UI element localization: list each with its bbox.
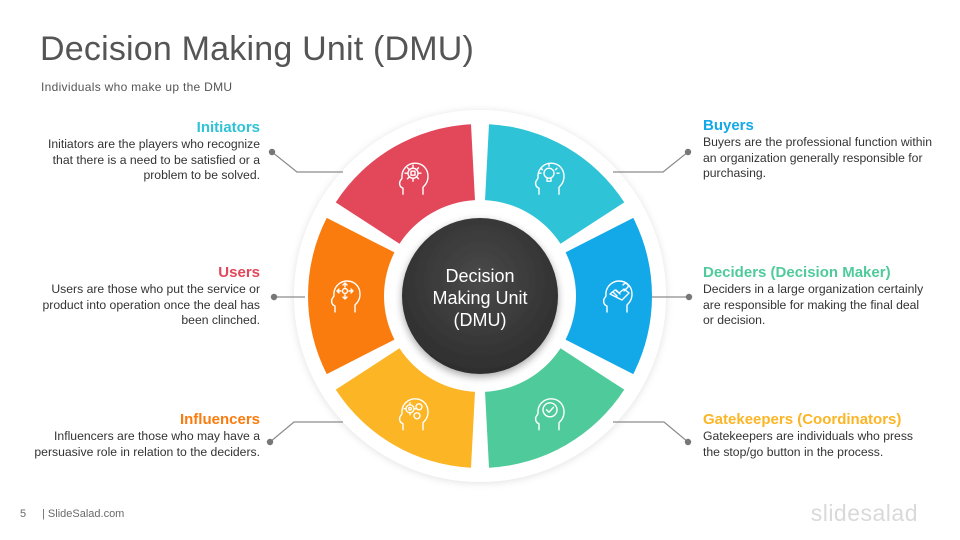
page-subtitle: Individuals who make up the DMU [41, 80, 233, 94]
head-handshake-icon [602, 280, 633, 313]
connector-initiators [271, 151, 343, 173]
role-block-users: Users Users are those who put the servic… [30, 264, 260, 329]
connector-buyers [613, 151, 689, 173]
role-title-deciders: Deciders (Decision Maker) [703, 264, 891, 281]
connector-dot-influencers [266, 438, 274, 446]
head-checkmark-icon [534, 398, 565, 431]
role-title-buyers: Buyers [703, 117, 754, 134]
role-block-gatekeepers: Gatekeepers (Coordinators) Gatekeepers a… [703, 411, 933, 460]
role-block-deciders: Deciders (Decision Maker) Deciders in a … [703, 264, 933, 329]
head-gear-icon [398, 162, 429, 195]
role-title-gatekeepers: Gatekeepers (Coordinators) [703, 411, 902, 428]
role-block-influencers: Influencers Influencers are those who ma… [30, 411, 260, 460]
footer-site-link[interactable]: | SlideSalad.com [42, 508, 125, 520]
role-title-initiators: Initiators [196, 119, 260, 136]
role-block-initiators: Initiators Initiators are the players wh… [30, 119, 260, 184]
role-desc-influencers: Influencers are those who may have a per… [34, 429, 260, 459]
connector-dot-initiators [268, 148, 276, 156]
segment-influencers [307, 217, 395, 375]
role-title-users: Users [218, 264, 260, 281]
connector-dot-users [270, 293, 278, 301]
role-desc-initiators: Initiators are the players who recognize… [47, 137, 260, 183]
center-circle [402, 218, 558, 374]
head-gears-icon [398, 398, 429, 431]
connector-dot-gatekeepers [684, 438, 692, 446]
connector-lines [266, 148, 693, 446]
center-label-line3: (DMU) [454, 310, 507, 330]
role-desc-deciders: Deciders in a large organization certain… [703, 282, 924, 328]
wheel-icons [330, 162, 633, 431]
segment-initiators [485, 124, 625, 244]
segment-users [335, 124, 475, 244]
center-label-line2: Making Unit [432, 288, 527, 308]
connector-dot-buyers [684, 148, 692, 156]
role-desc-buyers: Buyers are the professional function wit… [703, 135, 932, 181]
segment-deciders [485, 348, 625, 468]
connector-influencers [269, 421, 343, 443]
page-number: 5 [20, 508, 27, 520]
connector-dot-deciders [685, 293, 693, 301]
role-desc-users: Users are those who put the service or p… [42, 282, 260, 328]
slidesalad-logo: slidesalad [810, 500, 918, 526]
page-title: Decision Making Unit (DMU) [40, 30, 475, 68]
segment-buyers [565, 217, 653, 375]
head-lightbulb-icon [534, 162, 565, 195]
head-arrows-icon [330, 280, 361, 313]
center-label-line1: Decision [445, 266, 514, 286]
connector-gatekeepers [613, 421, 689, 443]
role-block-buyers: Buyers Buyers are the professional funct… [703, 117, 933, 182]
role-desc-gatekeepers: Gatekeepers are individuals who press th… [703, 429, 914, 459]
role-title-influencers: Influencers [179, 411, 260, 428]
